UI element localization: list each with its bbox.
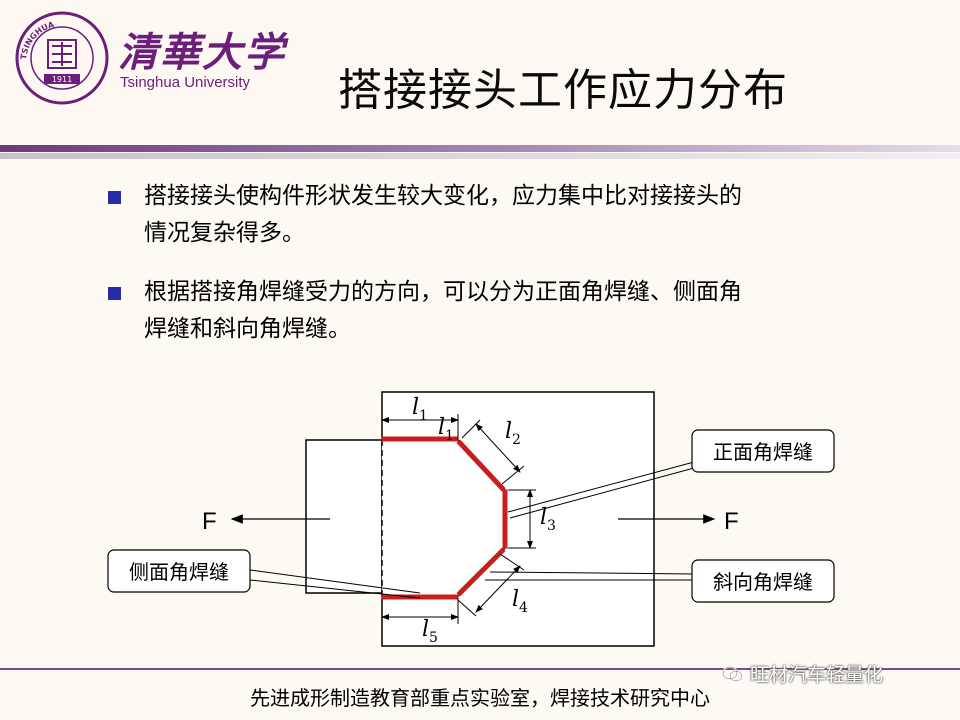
callout-front: 正面角焊缝: [713, 440, 813, 464]
callout-front-box: [691, 429, 835, 473]
watermark: 旺材汽车轻量化: [722, 660, 883, 687]
footer-divider: [0, 668, 960, 670]
footer-text: 先进成形制造教育部重点实验室，焊接技术研究中心: [250, 686, 710, 710]
bullet-square-icon: [108, 287, 121, 300]
slide-header: TSINGHUA 1911 清華大学 Tsinghua University 搭…: [0, 0, 960, 150]
seal-year: 1911: [52, 75, 72, 84]
leader-front: [507, 461, 695, 513]
bullet-item: 根据搭接角焊缝受力的方向，可以分为正面角焊缝、侧面角 焊缝和斜向角焊缝。: [108, 274, 868, 348]
callout-side: 侧面角焊缝: [129, 560, 229, 584]
tsinghua-seal-icon: TSINGHUA 1911: [15, 11, 109, 105]
leader-side: [249, 569, 421, 594]
dim-ext: [457, 599, 477, 617]
watermark-text: 旺材汽车轻量化: [750, 664, 884, 686]
slide-title: 搭接接头工作应力分布: [338, 65, 788, 116]
leader-oblique: [489, 571, 695, 575]
university-english-name: Tsinghua University: [120, 74, 251, 91]
dim-l4: [475, 565, 521, 613]
dim-ext: [461, 419, 481, 439]
header-divider-band: [0, 145, 960, 159]
callout-oblique: 斜向角焊缝: [713, 570, 813, 594]
bullet-square-icon: [108, 191, 121, 204]
bullet-list: 搭接接头使构件形状发生较大变化，应力集中比对接接头的 情况复杂得多。 根据搭接角…: [108, 178, 868, 370]
dim-l2: [475, 423, 521, 473]
force-label-right: F: [724, 508, 739, 535]
bullet-line: 根据搭接角焊缝受力的方向，可以分为正面角焊缝、侧面角: [144, 279, 742, 305]
dim-label-l3: l3: [540, 505, 556, 534]
university-logo-text: 清華大学: [118, 29, 286, 76]
leader-side: [249, 579, 421, 599]
dim-label-l4: l4: [512, 587, 528, 616]
bullet-line: 搭接接头使构件形状发生较大变化，应力集中比对接接头的: [144, 183, 742, 209]
dim-label-l1-inner: l1: [438, 415, 454, 444]
bullet-item: 搭接接头使构件形状发生较大变化，应力集中比对接接头的 情况复杂得多。: [108, 178, 868, 252]
dim-ext: [499, 553, 525, 571]
bullet-line: 情况复杂得多。: [144, 220, 305, 246]
left-plate: [305, 439, 383, 594]
leader-front: [509, 467, 695, 519]
dim-label-l5: l5: [422, 617, 438, 646]
wechat-icon: [722, 665, 743, 682]
dim-label-l1-top: l1: [412, 395, 428, 424]
callout-oblique-box: [691, 559, 835, 603]
lap-joint-diagram: l1 l1 l2 l3 l4 l5 F F 正面角焊缝 侧面角焊缝 斜向角焊缝: [107, 391, 835, 647]
dim-label-l2: l2: [505, 419, 521, 448]
bullet-line: 焊缝和斜向角焊缝。: [144, 316, 351, 342]
callout-side-box: [107, 549, 251, 593]
force-label-left: F: [202, 508, 217, 535]
dim-ext: [501, 465, 525, 485]
